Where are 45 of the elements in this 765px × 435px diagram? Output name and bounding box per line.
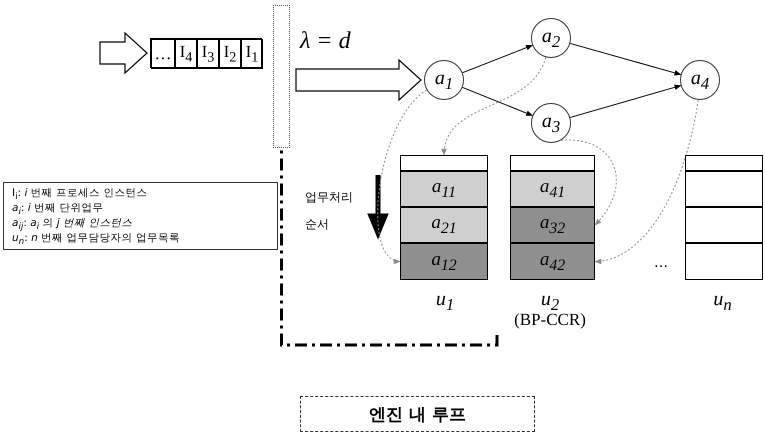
queue-slot: I$_{3}$: [197, 39, 219, 69]
block-arrow: [295, 58, 422, 102]
definition-text: a$_{i}$: i 번째 단위업무: [12, 201, 104, 216]
worklist-label: u$_{1}$: [434, 288, 456, 315]
worklist-slot: [685, 155, 763, 171]
legend-box: [3, 182, 278, 250]
arrow: [462, 44, 534, 74]
worklist-slot: a$_{42}$: [510, 243, 595, 280]
worklist-slot: a$_{11}$: [400, 171, 488, 207]
definition-text: u$_{n}$: n 번째 업무담당자의 업무목록: [12, 231, 181, 246]
worklist-slot: [400, 155, 488, 171]
caption-box: 엔진 내 루프: [300, 396, 535, 432]
activity-circle: a$_{2}$: [531, 18, 571, 58]
arrow: [570, 84, 682, 118]
worklist-slot: [685, 207, 763, 243]
worklist-slot: a$_{41}$: [510, 171, 595, 207]
worklist-slot: [685, 171, 763, 207]
definition-text: I$_{i}$: i 번째 프로세스 인스턴스: [12, 186, 148, 201]
activity-circle: a$_{1}$: [424, 60, 464, 100]
queue-slot: I$_{1}$: [241, 39, 263, 69]
worklist-label: u$_{n}$: [712, 288, 733, 315]
block-arrow: [99, 32, 148, 74]
worklist-slot: a$_{21}$: [400, 207, 488, 243]
worklist-slot: a$_{12}$: [400, 243, 488, 280]
edge-label: λ = d: [300, 28, 351, 55]
definition-text: a$_{ij}$: a$_{i}$ 의 j 번째 인스턴스: [12, 216, 134, 231]
worklist-slot: a$_{32}$: [510, 207, 595, 243]
activity-circle: a$_{3}$: [531, 103, 571, 143]
dotted-arrow: [442, 56, 546, 156]
queue-slot: I$_{4}$: [175, 39, 197, 69]
dotted-arrow: [594, 99, 699, 264]
queue-slot: …: [151, 39, 175, 69]
buffer-bar: [273, 5, 290, 148]
arrow: [462, 86, 534, 116]
worklist-slot: [685, 243, 763, 280]
order-text: 업무처리 순서: [305, 189, 354, 233]
dotted-arrow: [560, 140, 617, 226]
queue-slot: I$_{2}$: [219, 39, 241, 69]
queue-box: [150, 38, 262, 68]
worklist-slot: [510, 155, 595, 171]
ellipsis-text: …: [654, 255, 668, 271]
dotted-arrow: [377, 90, 428, 262]
arrow: [570, 42, 682, 76]
loop-line: [280, 148, 498, 346]
activity-circle: a$_{4}$: [680, 60, 720, 100]
